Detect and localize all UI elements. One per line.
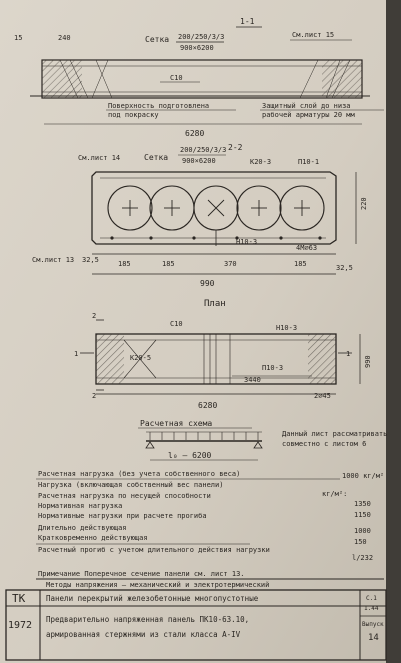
loads-table: Расчетная нагрузка (без учета собственно… [36,470,384,589]
width-990-section: 990 [200,279,215,288]
dim-3440: 3440 [244,376,261,384]
sheet-ref-15: См.лист 15 [292,31,334,39]
label-4m63: 4М∅63 [296,244,317,252]
dim-185-3: 185 [294,260,307,268]
load-label-6: Кратковременно действующая [38,534,148,542]
plan-view: План 2 С10 Н10-3 К20-5 П10-3 3440 1 1 99… [74,299,372,410]
mark-2-top: 2 [92,312,96,320]
mesh-spec-bottom: 900×6200 [180,44,214,52]
scheme-note-2: совместно с листом 6 [282,440,366,448]
dim-370: 370 [224,260,237,268]
load-value-0: 1000 кг/м² [342,472,384,480]
note-cross-section: Примечание Поперечное сечение панели см.… [38,570,245,578]
paper [0,0,392,663]
label-k20-3: К20-3 [250,158,271,166]
plan-n10-3: Н10-3 [276,324,297,332]
plan-k20-5: К20-5 [130,354,151,362]
dim-185-1: 185 [118,260,131,268]
scheme-note-1: Данный лист рассматривать [282,430,387,438]
slab-cross-section [91,171,337,245]
ref-sheet-14: См.лист 14 [78,154,120,162]
section-2-2-title: 2-2 [228,143,243,152]
mark-1-left: 1 [74,350,78,358]
title-block: ТК 1972 Панели перекрытий железобетонные… [5,589,387,661]
plan-p10-3: П10-3 [262,364,283,372]
load-value-6: 150 [354,538,367,546]
methods-text: Методы напряжения – механический и элект… [46,581,269,589]
mesh-spec-top: 200/250/3/3 [178,33,224,41]
dim-32-5-left: 32,5 [82,256,99,264]
sheet-number: С.1 [366,595,377,602]
panel-desc-1: Предварительно напряженная панель ПК10-6… [46,615,249,624]
section-2-2: См.лист 14 Сетка 200/250/3/3 900×6200 2-… [32,143,368,288]
frame-c10: С10 [170,74,183,82]
load-value-2: кг/м²: [322,490,347,498]
mesh-spec-bottom-2: 900×6200 [182,157,216,165]
series-title: Панели перекрытий железобетонные многопу… [46,594,259,603]
panel-desc-2: армированная стержнями из стали класса А… [46,630,241,639]
load-label-0: Расчетная нагрузка (без учета собственно… [38,470,240,478]
issue-label: Выпуск [362,621,384,628]
note-surface-1: Поверхность подготовлена [108,102,209,110]
plan-title: План [204,299,226,309]
length-6280-top: 6280 [185,129,204,138]
mesh-label: Сетка [145,35,169,44]
note-cover-2: рабочей арматуры 20 мм [262,111,356,119]
load-value-7: l/232 [352,554,373,562]
tk-code: ТК [12,592,26,605]
note-cover-1: Защитный слой до низа [262,102,351,110]
load-label-5: Длительно действующая [38,524,127,532]
issue-number: 14 [368,633,379,643]
load-label-1: Нагрузка (включающая собственный вес пан… [38,481,223,489]
dim-15: 15 [14,34,22,42]
dim-32-5-right: 32,5 [336,264,353,272]
design-scheme: Расчетная схема l₀ – 6200 Данный лист ра… [138,419,387,461]
load-label-7: Расчетный прогиб с учетом длительного де… [38,546,270,554]
mark-1-right: 1 [346,350,350,358]
section-1-1-title: 1-1 [240,17,255,26]
scheme-span: l₀ – 6200 [168,451,212,460]
mesh-spec-top-2: 200/250/3/3 [180,146,226,154]
height-220: 220 [360,197,368,210]
dim-2-45: 2∅45 [314,392,331,400]
label-p10-1: П10-1 [298,158,319,166]
plan-length-6280: 6280 [198,401,217,410]
load-value-5: 1000 [354,527,371,535]
plan-width-990: 990 [364,355,372,368]
plan-c10: С10 [170,320,183,328]
load-value-4: 1150 [354,511,371,519]
dim-240: 240 [58,34,71,42]
load-value-3: 1350 [354,500,371,508]
year-1972: 1972 [8,620,32,631]
ref-sheet-13: См.лист 13 [32,256,74,264]
mark-2-bottom: 2 [92,392,96,400]
label-n10-3: Н10-3 [236,238,257,246]
scheme-title: Расчетная схема [140,419,212,428]
load-label-2: Расчетная нагрузка по несущей способност… [38,492,211,500]
load-label-3: Нормативная нагрузка [38,502,122,510]
load-label-4: Нормативные нагрузки при расчете прогиба [38,512,207,520]
note-surface-2: под покраску [108,111,159,119]
sheet-number-2: 1.44 [364,605,379,612]
mesh-label-2: Сетка [144,153,168,162]
section-1-1: 1-1 15 240 Сетка 200/250/3/3 900×6200 См… [14,17,384,138]
dim-185-2: 185 [162,260,175,268]
